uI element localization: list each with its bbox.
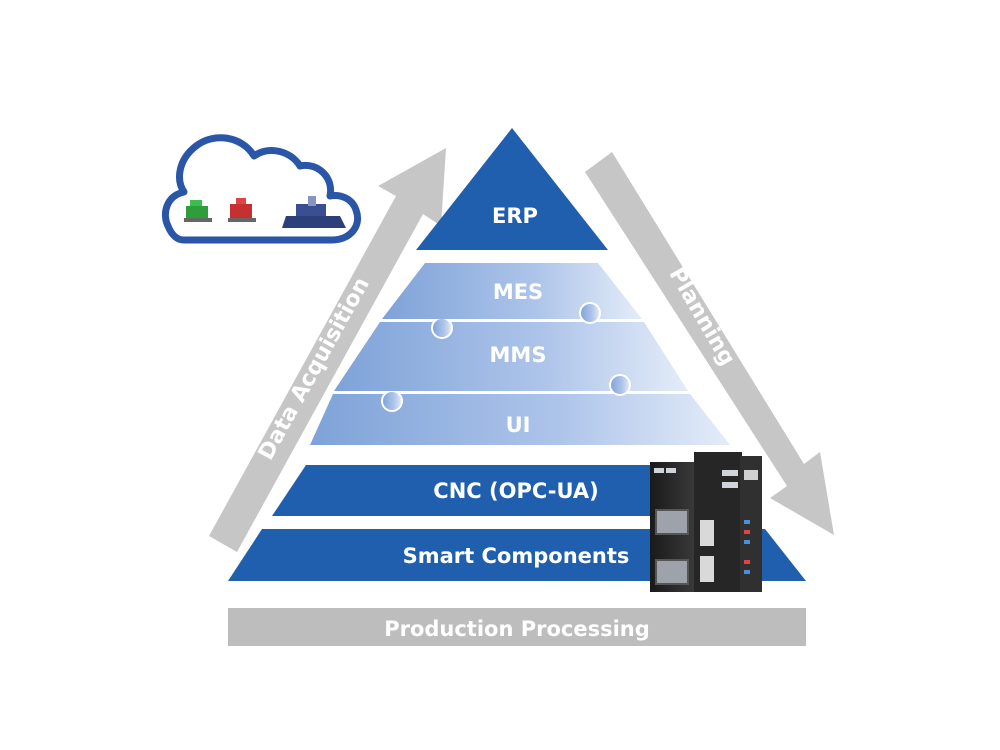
green-machine-icon bbox=[184, 200, 212, 222]
layer-ui-label: UI bbox=[506, 413, 531, 437]
controller-hardware-icon bbox=[650, 452, 762, 592]
layer-mes: MES bbox=[382, 263, 642, 324]
layer-erp-label: ERP bbox=[492, 204, 538, 228]
red-machine-icon bbox=[228, 198, 256, 222]
layer-ui: UI bbox=[310, 390, 730, 445]
layer-mms-label: MMS bbox=[490, 343, 547, 367]
layer-smart-components-label: Smart Components bbox=[403, 544, 630, 568]
cloud-icon bbox=[161, 134, 361, 244]
production-processing-label: Production Processing bbox=[384, 617, 650, 641]
layer-erp: ERP bbox=[416, 128, 608, 250]
planning-label: Planning bbox=[664, 263, 740, 370]
layer-cnc-label: CNC (OPC-UA) bbox=[433, 479, 598, 503]
layer-mes-label: MES bbox=[493, 280, 543, 304]
layer-mms: MMS bbox=[334, 317, 688, 396]
blue-machine-icon bbox=[282, 196, 346, 228]
production-processing-bar: Production Processing bbox=[228, 608, 806, 646]
layer-cnc: CNC (OPC-UA) bbox=[272, 465, 758, 516]
